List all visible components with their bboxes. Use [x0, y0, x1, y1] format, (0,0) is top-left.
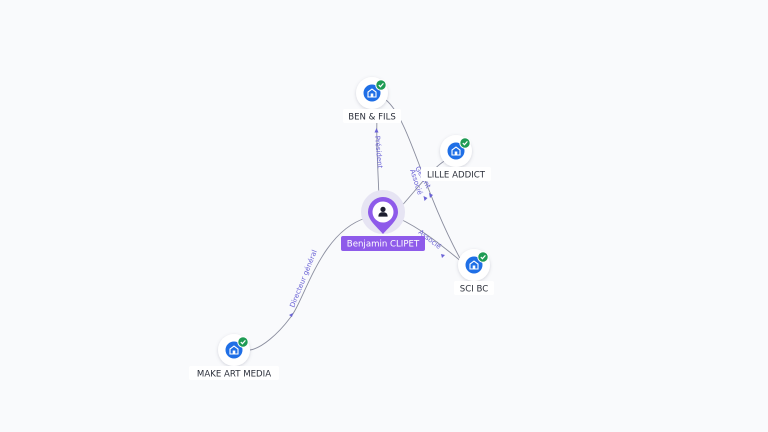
label-box — [343, 109, 401, 123]
building-icon — [447, 142, 465, 160]
edge-benjamin-clipet-ben-fils[interactable]: Président — [373, 117, 384, 199]
company-node-sci-bc[interactable]: SCI BC — [454, 249, 494, 295]
building-icon — [363, 84, 381, 102]
company-label: MAKE ART MEDIA — [197, 370, 271, 380]
user-icon — [378, 206, 388, 217]
person-label: Benjamin CLIPET — [347, 240, 420, 250]
company-label: SCI BC — [460, 285, 488, 295]
company-label: BEN & FILS — [348, 113, 396, 123]
company-node-make-art-media[interactable]: MAKE ART MEDIA — [189, 334, 279, 380]
edge-label-president: Président — [373, 135, 384, 168]
label-box — [189, 366, 279, 380]
person-node-benjamin-clipet[interactable]: Benjamin CLIPET — [341, 190, 425, 251]
building-icon — [225, 341, 243, 359]
edges-layer: Président Gérant Associé Associé Directe… — [249, 99, 463, 351]
building-icon — [465, 256, 483, 274]
verified-check-icon — [477, 251, 489, 263]
label-box — [421, 167, 491, 181]
verified-check-icon — [459, 137, 471, 149]
company-node-ben-fils[interactable]: BEN & FILS — [343, 77, 401, 123]
person-label-box — [341, 236, 425, 251]
verified-check-icon — [237, 336, 249, 348]
verified-check-icon — [375, 79, 387, 91]
edge-label-directeur-general: Directeur général — [288, 249, 318, 309]
edge-arrow — [289, 313, 293, 317]
edge-arrow — [441, 254, 445, 258]
edge-arrow — [374, 128, 379, 133]
company-node-lille-addict[interactable]: LILLE ADDICT — [421, 135, 491, 181]
edge-arrow — [423, 196, 428, 201]
edge-arrow — [429, 193, 433, 198]
label-box — [454, 281, 494, 295]
company-label: LILLE ADDICT — [427, 171, 486, 181]
